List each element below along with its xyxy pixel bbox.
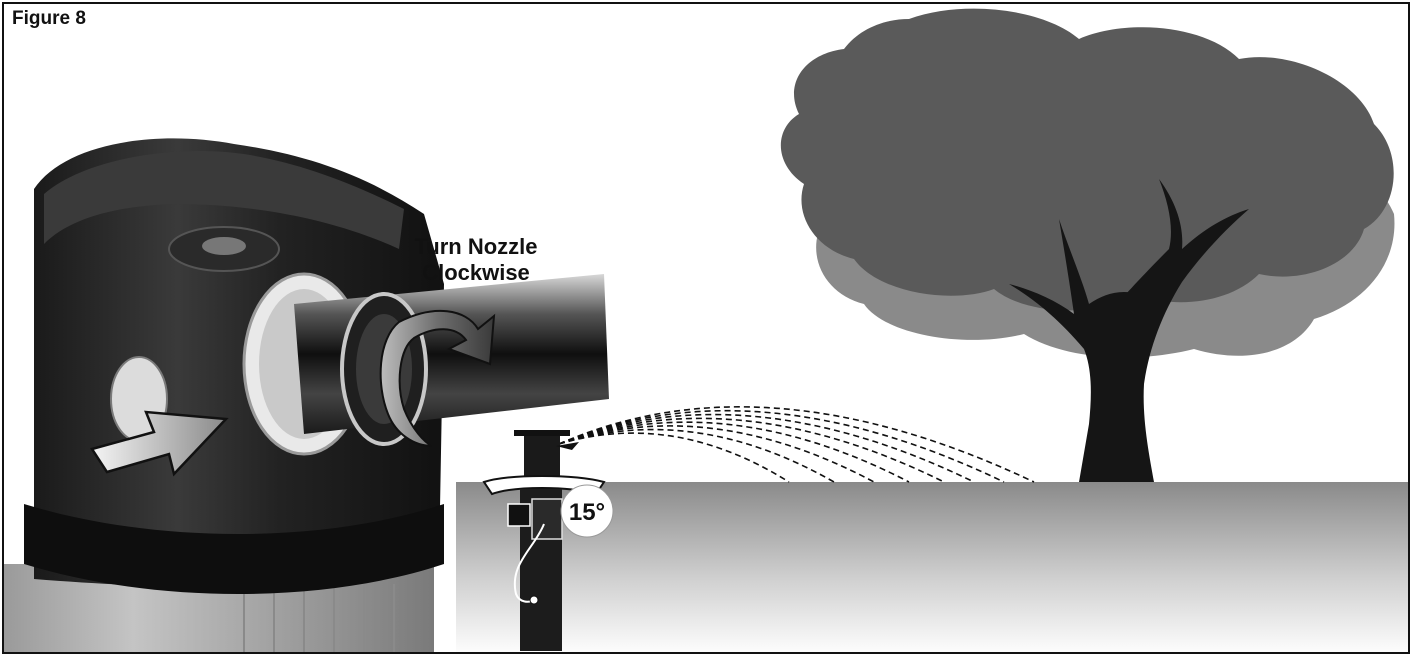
tree-trunk <box>1009 179 1249 482</box>
illustration: 15° <box>4 8 1408 652</box>
tree <box>780 8 1395 482</box>
rotor-photo <box>4 138 609 652</box>
instruction-callout: Turn Nozzle Clockwise <box>376 234 576 286</box>
figure-label: Figure 8 <box>12 8 86 29</box>
pointer-arrow-icon <box>90 410 229 477</box>
tree-canopy <box>780 8 1394 311</box>
ground <box>456 482 1408 652</box>
callout-line-1: Turn Nozzle <box>414 234 538 259</box>
callout-line-2: Clockwise <box>422 260 530 285</box>
rotor-body <box>34 138 444 588</box>
water-spray <box>558 406 1035 483</box>
angle-badge: 15° <box>560 484 614 538</box>
angle-label: 15° <box>569 499 605 526</box>
rotor-ridge <box>24 504 444 594</box>
clockwise-arrow-icon <box>379 309 496 447</box>
